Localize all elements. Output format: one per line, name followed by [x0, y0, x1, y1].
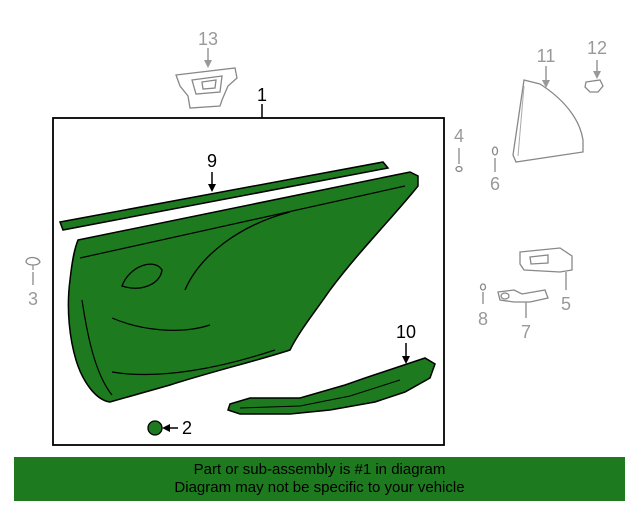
part-6-small-clip — [491, 146, 499, 156]
callout-7: 7 — [521, 322, 531, 342]
callout-11: 11 — [537, 46, 556, 66]
banner-line-1: Part or sub-assembly is #1 in diagram — [193, 461, 446, 478]
part-9-weatherstrip — [58, 161, 390, 231]
part-13-handle-bezel — [175, 67, 238, 109]
banner-line-2: Diagram may not be specific to your vehi… — [174, 479, 465, 496]
callout-5: 5 — [561, 294, 571, 314]
callout-4: 4 — [454, 126, 464, 146]
callout-8: 8 — [478, 309, 488, 329]
part-4-screw — [455, 165, 463, 173]
callout-6: 6 — [490, 174, 500, 194]
part-10-armrest — [227, 357, 436, 415]
callout-12: 12 — [587, 38, 607, 58]
callout-2: 2 — [182, 418, 192, 438]
part-12-clip — [584, 79, 604, 93]
callout-10: 10 — [396, 322, 416, 342]
part-8-screw — [479, 283, 487, 291]
assembly-frame — [52, 117, 445, 446]
info-banner: Part or sub-assembly is #1 in diagram Di… — [14, 457, 625, 501]
part-7-bracket — [497, 289, 549, 303]
part-1-door-trim-panel — [67, 171, 419, 403]
callout-13: 13 — [198, 29, 218, 49]
part-5-bracket — [519, 247, 573, 273]
callout-3: 3 — [28, 289, 38, 309]
part-2-clip — [147, 420, 163, 436]
part-3-pin-clip — [25, 256, 41, 270]
callout-9: 9 — [207, 151, 217, 171]
parts-diagram: 13 1 9 10 2 3 4 — [25, 29, 607, 446]
part-11-corner-panel — [512, 79, 584, 163]
callout-1: 1 — [257, 85, 267, 105]
